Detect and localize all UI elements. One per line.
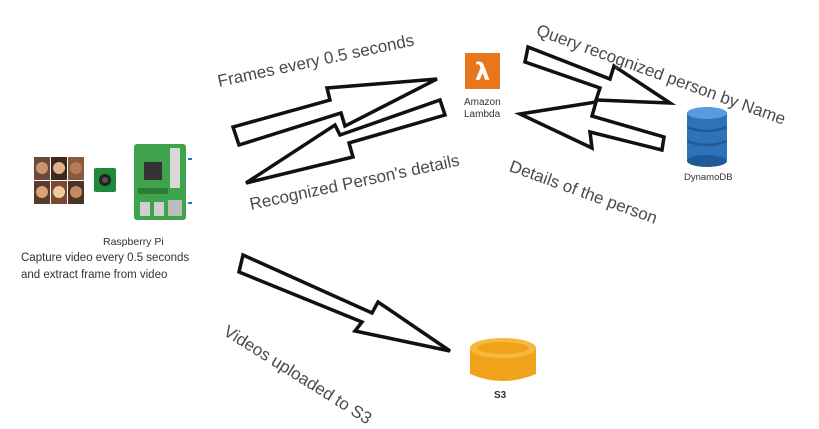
lambda-label-line2: Lambda <box>464 109 501 120</box>
query-arrow <box>522 44 677 106</box>
dynamodb-icon <box>686 107 728 167</box>
videos-arrow <box>236 252 451 353</box>
dynamodb-label: DynamoDB <box>684 172 733 183</box>
caption-line-1: Capture video every 0.5 seconds <box>21 252 190 264</box>
caption-line-2: and extract frame from video <box>21 269 168 281</box>
arrows-layer <box>230 44 677 353</box>
camera-module-icon <box>94 168 116 192</box>
lambda-icon: λ <box>465 53 500 89</box>
raspberry-pi-board-icon <box>134 144 192 220</box>
svg-text:λ: λ <box>475 58 490 86</box>
s3-label: S3 <box>494 390 507 401</box>
frames-arrow <box>230 77 438 148</box>
lambda-label-line1: Amazon <box>464 97 501 108</box>
recognized-details-arrow <box>245 97 448 185</box>
faces-photo-icon <box>34 157 84 204</box>
s3-bucket-icon <box>470 338 536 384</box>
raspberry-pi-title: Raspberry Pi <box>103 236 164 248</box>
raspberry-pi-caption: Capture video every 0.5 seconds and extr… <box>21 250 189 284</box>
details-arrow <box>514 99 666 153</box>
